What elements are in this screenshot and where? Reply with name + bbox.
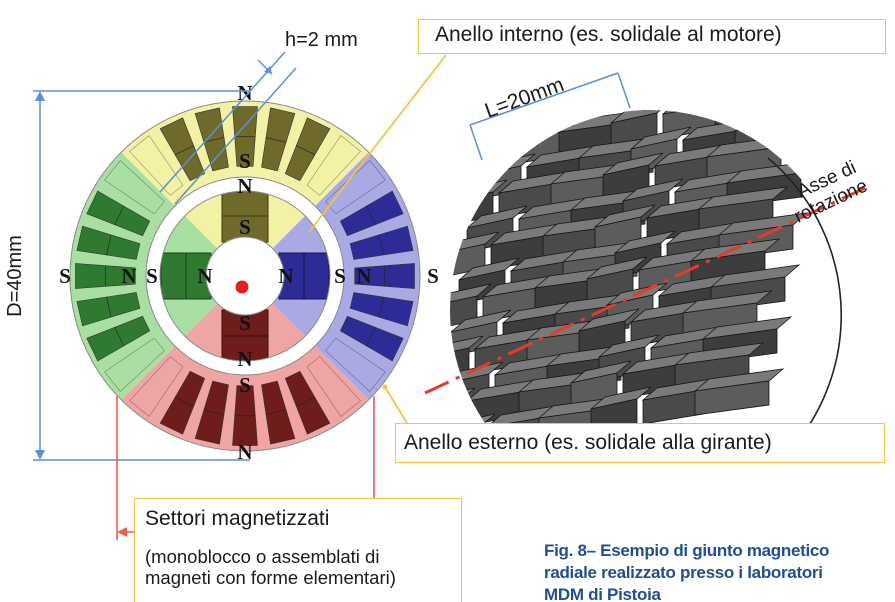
pole-s-inner-top: S: [239, 215, 251, 239]
outer-magnet-seam: [106, 234, 112, 256]
pole-n-inner-bottom: N: [237, 347, 252, 371]
pole-labels: N S N S S N S N S N S N N S N S: [59, 81, 439, 464]
outer-magnet-segment: [261, 107, 296, 172]
rotation-axis-line: [424, 186, 866, 395]
sectors-note-line2: magneti con forme elementari): [145, 567, 396, 588]
thickness-dimension: [159, 51, 297, 205]
outer-magnet-segment: [261, 380, 296, 445]
outer-ring-leader-dot: [382, 384, 388, 390]
outer-magnet-segment: [194, 380, 229, 445]
outer-magnet-seam: [174, 145, 194, 155]
outer-magnet-seam: [203, 409, 225, 415]
rotor-block: [693, 368, 785, 416]
inner-ring-outline: [159, 190, 331, 362]
rotor-block: [454, 127, 516, 175]
figure-caption: Fig. 8– Esempio di giunto magnetico radi…: [544, 540, 844, 602]
rotor-rim-arc: [767, 157, 843, 456]
outer-magnet-segment: [349, 225, 414, 260]
outer-magnet-segment: [104, 160, 165, 215]
outer-magnet-seam: [203, 137, 225, 143]
outer-magnet-seam: [296, 145, 316, 155]
outer-ring-bore: [145, 176, 345, 376]
diameter-label: D=40mm: [4, 235, 26, 317]
outer-magnet-seam: [296, 397, 316, 407]
outer-magnet-seam: [265, 137, 287, 143]
outer-magnet-segment: [129, 135, 184, 196]
sectors-note-line1: (monoblocco o assemblati di: [145, 546, 380, 567]
outer-magnet-seam: [265, 409, 287, 415]
outer-ring-outline: [69, 100, 421, 452]
pole-s-inner-right: S: [334, 264, 346, 288]
outer-magnet-segment: [129, 356, 184, 417]
outer-magnet-segment: [104, 337, 165, 392]
pole-n-inner-left: N: [197, 264, 212, 288]
outer-magnet-segment: [306, 356, 361, 417]
pole-n-outer-left: N: [121, 264, 136, 288]
sectors-title: Settori magnetizzati: [145, 507, 330, 530]
thickness-label: h=2 mm: [285, 29, 358, 51]
outer-magnet-seam: [106, 296, 112, 318]
outer-magnet-seam: [174, 397, 194, 407]
pole-n-outer-right: N: [356, 264, 371, 288]
outer-magnet-segment: [325, 160, 386, 215]
outer-magnet-seam: [114, 327, 124, 347]
outer-magnet-segment: [86, 315, 151, 362]
pole-n-outer-top: N: [237, 81, 252, 105]
outer-magnet-segment: [76, 225, 141, 260]
outer-magnet-segments: [75, 106, 415, 446]
outer-magnet-seam: [366, 205, 376, 225]
inner-ring: [160, 191, 330, 361]
outer-magnet-segment: [349, 292, 414, 327]
pole-n-inner-top: N: [237, 174, 252, 198]
pole-s-outer-left: S: [59, 264, 71, 288]
outer-magnet-segment: [86, 190, 151, 237]
outer-magnet-seam: [114, 205, 124, 225]
outer-magnet-segment: [339, 190, 404, 237]
caption-line1: Fig. 8– Esempio di giunto magnetico: [544, 541, 830, 560]
pole-s-inner-bottom: S: [239, 311, 251, 335]
rotor-block: [641, 377, 719, 425]
inner-ring-bore: [205, 236, 285, 316]
outer-magnet-seam: [378, 234, 384, 256]
outer-ring-leader: [384, 386, 411, 429]
pole-n-inner-right: N: [278, 264, 293, 288]
outer-magnet-segment: [339, 315, 404, 362]
sectors-callout: Settori magnetizzati: [134, 498, 462, 602]
pole-s-outer-right: S: [427, 264, 439, 288]
length-dimension: [469, 72, 631, 161]
outer-magnet-segment: [159, 370, 206, 435]
rotation-axis-dot: [235, 280, 249, 294]
outer-ring-callout: Anello esterno (es. solidale alla girant…: [395, 423, 885, 463]
pole-s-outer-bottom: S: [239, 373, 251, 397]
outer-magnet-segment: [325, 337, 386, 392]
outer-magnet-segment: [284, 117, 331, 182]
rotor-block: [714, 110, 790, 130]
diameter-dimension: [33, 90, 250, 461]
caption-line2: radiale realizzato presso i laboratori: [544, 563, 823, 582]
length-label: L=20mm: [482, 73, 567, 123]
rotor-3d-render: [450, 110, 843, 461]
caption-line3: MDM di Pistoia: [544, 585, 661, 602]
pole-n-outer-bottom: N: [237, 440, 252, 464]
inner-ring-callout: Anello interno (es. solidale al motore): [418, 19, 886, 54]
pole-s-inner-left: S: [146, 264, 158, 288]
outer-magnet-segment: [284, 370, 331, 435]
outer-magnet-segment: [306, 135, 361, 196]
pole-s-outer-top: S: [239, 149, 251, 173]
outer-magnet-seam: [366, 327, 376, 347]
sectors-note: (monoblocco o assemblati di magneti con …: [145, 546, 396, 588]
inner-ring-leader: [308, 54, 447, 233]
outer-magnet-segment: [76, 292, 141, 327]
outer-magnet-seam: [378, 296, 384, 318]
